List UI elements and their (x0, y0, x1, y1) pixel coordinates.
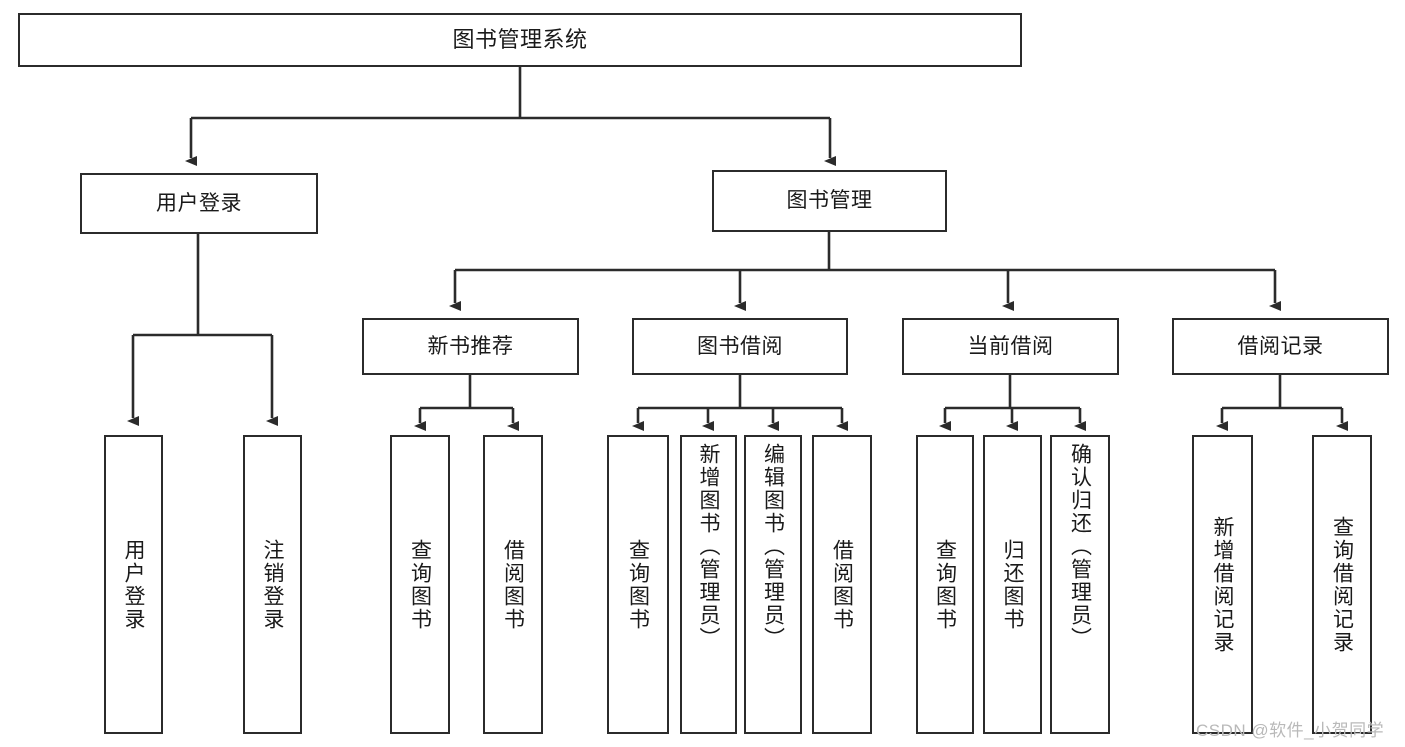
node-new-book-recommend[interactable]: 新书推荐 (362, 318, 579, 375)
leaf-current-return-book[interactable]: 归还图书 (983, 435, 1042, 734)
leaf-current-confirm-return-admin[interactable]: 确认归还（管理员） (1050, 435, 1110, 734)
leaf-recommend-borrow-book[interactable]: 借阅图书 (483, 435, 543, 734)
leaf-record-add-record[interactable]: 新增借阅记录 (1192, 435, 1253, 734)
leaf-current-query-book[interactable]: 查询图书 (916, 435, 974, 734)
leaf-user-login-signin[interactable]: 用户登录 (104, 435, 163, 734)
leaf-borrow-add-book-admin[interactable]: 新增图书（管理员） (680, 435, 737, 734)
node-user-login[interactable]: 用户登录 (80, 173, 318, 234)
leaf-recommend-query-book[interactable]: 查询图书 (390, 435, 450, 734)
leaf-user-login-signout[interactable]: 注销登录 (243, 435, 302, 734)
node-current-borrow[interactable]: 当前借阅 (902, 318, 1119, 375)
csdn-watermark: CSDN @软件_小贺同学 (1196, 721, 1385, 740)
node-borrow-record[interactable]: 借阅记录 (1172, 318, 1389, 375)
node-root-system[interactable]: 图书管理系统 (18, 13, 1022, 67)
node-book-borrow[interactable]: 图书借阅 (632, 318, 848, 375)
leaf-record-query-record[interactable]: 查询借阅记录 (1312, 435, 1372, 734)
node-book-management[interactable]: 图书管理 (712, 170, 947, 232)
leaf-borrow-edit-book-admin[interactable]: 编辑图书（管理员） (744, 435, 802, 734)
leaf-borrow-query-book[interactable]: 查询图书 (607, 435, 669, 734)
leaf-borrow-borrow-book[interactable]: 借阅图书 (812, 435, 872, 734)
